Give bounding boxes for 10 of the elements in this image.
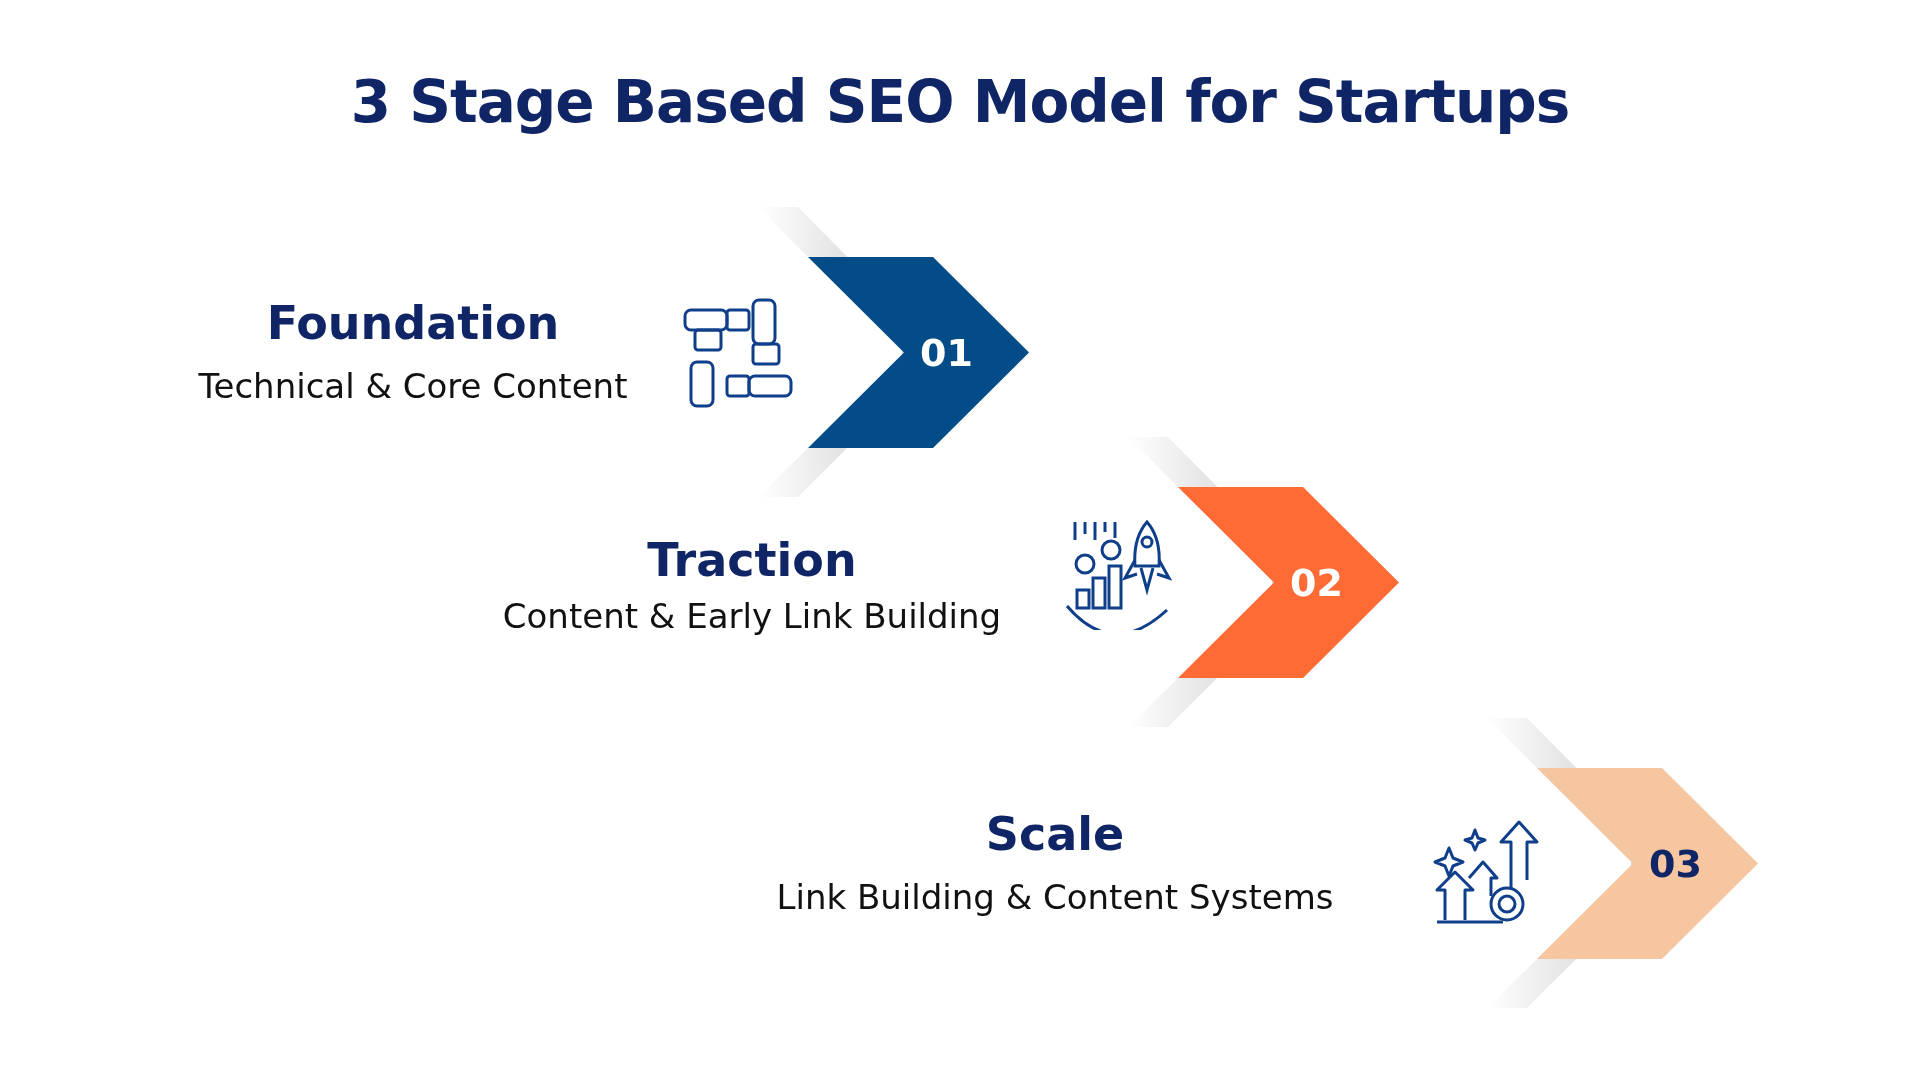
stage-heading: Traction [647,533,857,587]
step-number: 01 [920,329,973,377]
stage-heading: Scale [985,807,1125,861]
stage-description: Technical & Core Content [198,366,628,406]
step-number: 02 [1290,559,1343,607]
stage-description: Link Building & Content Systems [776,877,1334,917]
step-number: 03 [1649,840,1702,888]
title: 3 Stage Based SEO Model for Startups [349,68,1571,136]
stage-description: Content & Early Link Building [502,596,1002,636]
stage-heading: Foundation [266,296,560,350]
